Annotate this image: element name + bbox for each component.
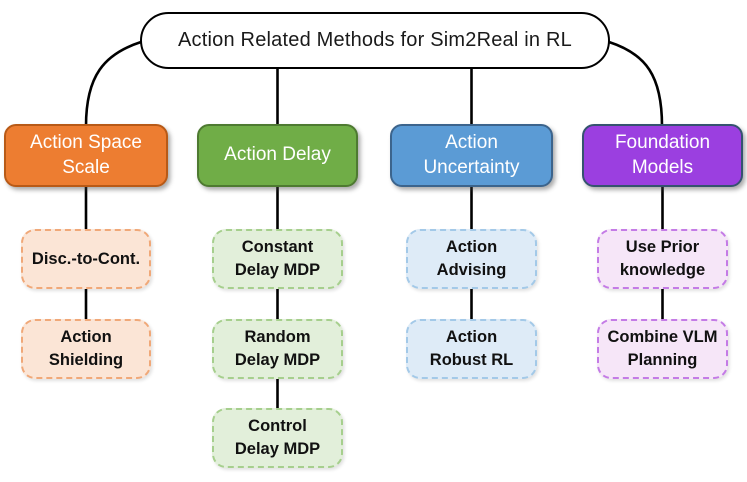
leaf-label: Constant Delay MDP [234, 238, 321, 279]
leaf-label: Disc.-to-Cont. [31, 249, 141, 268]
leaf-label: Control Delay MDP [234, 417, 321, 458]
leaf-action-advising: Action Advising [406, 229, 537, 289]
branch-label: Action Space Scale [30, 132, 142, 178]
edge-root-to-action-space-scale [84, 40, 142, 127]
leaf-label: Use Prior knowledge [619, 238, 706, 279]
leaf-label: Action Robust RL [429, 328, 514, 369]
root-node: Action Related Methods for Sim2Real in R… [140, 12, 610, 69]
leaf-combine-vlm-planning: Combine VLM Planning [597, 319, 728, 379]
branch-action-uncertainty: Action Uncertainty [390, 124, 553, 187]
leaf-random-delay-mdp: Random Delay MDP [212, 319, 343, 379]
branch-foundation-models: Foundation Models [582, 124, 743, 187]
leaf-control-delay-mdp: Control Delay MDP [212, 408, 343, 468]
leaf-disc-to-cont: Disc.-to-Cont. [21, 229, 151, 289]
leaf-constant-delay-mdp: Constant Delay MDP [212, 229, 343, 289]
leaf-label: Combine VLM Planning [607, 328, 718, 369]
leaf-label: Action Advising [436, 238, 507, 279]
branch-label: Action Uncertainty [423, 132, 520, 178]
branch-label: Foundation Models [614, 132, 711, 178]
leaf-action-robust-rl: Action Robust RL [406, 319, 537, 379]
leaf-use-prior-knowledge: Use Prior knowledge [597, 229, 728, 289]
edge-root-to-foundation-models [608, 40, 664, 127]
leaf-action-shielding: Action Shielding [21, 319, 151, 379]
branch-action-space-scale: Action Space Scale [4, 124, 168, 187]
branch-action-delay: Action Delay [197, 124, 358, 187]
leaf-label: Action Shielding [48, 328, 124, 369]
leaf-label: Random Delay MDP [234, 328, 321, 369]
root-node-label: Action Related Methods for Sim2Real in R… [178, 29, 572, 51]
branch-label: Action Delay [224, 144, 331, 166]
